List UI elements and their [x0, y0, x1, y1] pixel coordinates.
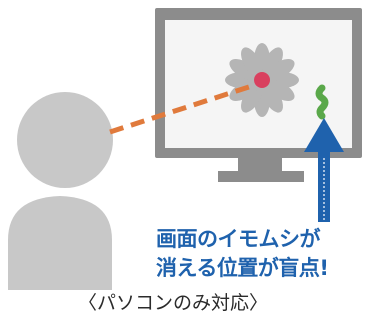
person-silhouette-icon [8, 92, 113, 290]
up-arrow-icon [304, 118, 344, 222]
caterpillar-icon [315, 84, 329, 120]
pc-only-caption: 〈パソコンのみ対応〉 [78, 292, 269, 314]
flower-icon [225, 43, 299, 117]
sight-line-icon [109, 82, 256, 135]
flower-petal [264, 79, 295, 101]
flower-center [254, 72, 270, 88]
flower-petal [241, 47, 263, 78]
callout-line-2: 消える位置が盲点! [156, 256, 329, 280]
flower-petal [241, 82, 263, 113]
flower-petal [229, 59, 260, 81]
flower-petal [261, 47, 283, 78]
callout-line-1: 画面のイモムシが [156, 227, 321, 251]
blind-spot-callout: 画面のイモムシが 消える位置が盲点! [156, 225, 361, 283]
